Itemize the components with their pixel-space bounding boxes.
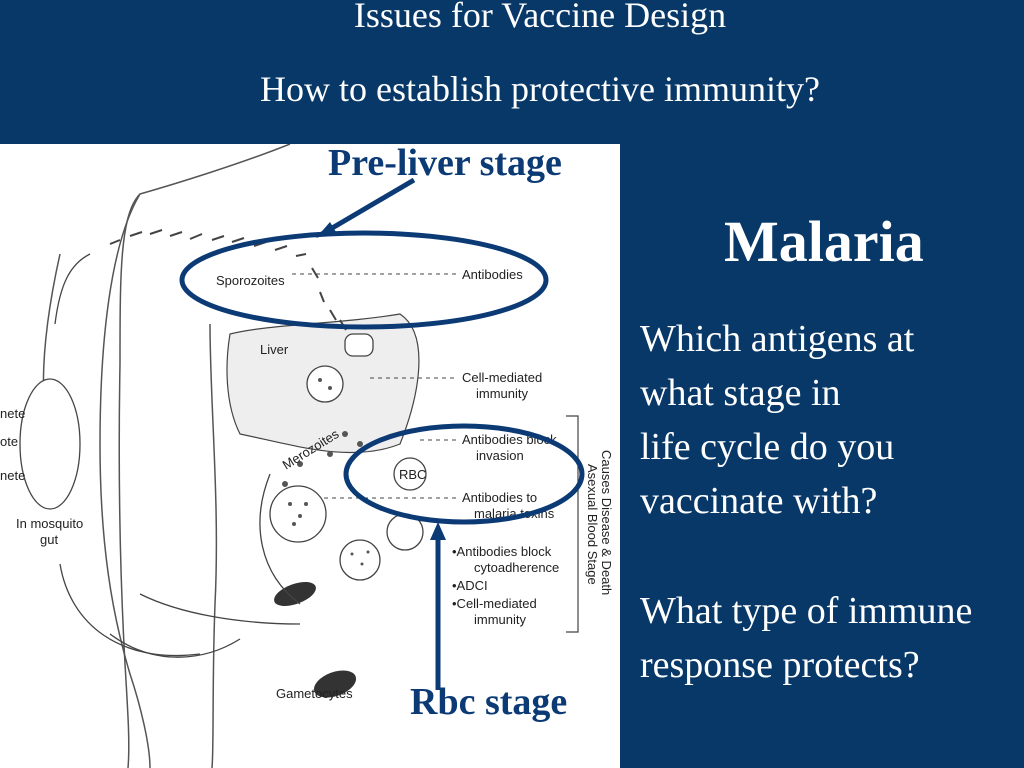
label-cell-mediated: Cell-mediated — [462, 370, 542, 385]
question-immune-response: What type of immune response protects? — [640, 584, 972, 692]
label-immunity: immunity — [476, 386, 529, 401]
label-gut: gut — [40, 532, 58, 547]
label-immunity-2: immunity — [474, 612, 527, 627]
pre-liver-highlight-oval — [179, 230, 549, 330]
question-antigens: Which antigens at what stage in life cyc… — [640, 312, 914, 528]
label-cytoadherence: cytoadherence — [474, 560, 559, 575]
label-antibodies: Antibodies — [462, 267, 523, 282]
label-ab-to: Antibodies to — [462, 490, 537, 505]
gametocyte-shapes — [274, 581, 357, 698]
pre-liver-stage-label: Pre-liver stage — [328, 144, 562, 184]
lifecycle-illustration: Sporozoites Antibodies Liver Cell-mediat… — [0, 144, 614, 768]
rbc-stage-label: Rbc stage — [410, 681, 568, 723]
cycle-arrows — [54, 253, 347, 658]
malaria-heading: Malaria — [724, 209, 924, 274]
question-antigens-line: what stage in — [640, 372, 841, 414]
label-ab-block-2: •Antibodies block — [452, 544, 552, 559]
question-immune-line: response protects? — [640, 644, 920, 686]
question-antigens-line: life cycle do you — [640, 426, 895, 468]
cells — [19, 333, 427, 581]
parasite-dots — [282, 378, 370, 566]
question-antigens-line: Which antigens at — [640, 318, 915, 360]
body-outline — [42, 144, 291, 768]
rbc-highlight-oval — [343, 423, 585, 525]
label-asexual-stage: Asexual Blood Stage — [585, 464, 600, 585]
question-immune-line: What type of immune — [640, 590, 973, 632]
rbc-arrowhead — [430, 522, 446, 540]
label-ote: ote — [0, 434, 18, 449]
question-antigens-line: vaccinate with? — [640, 480, 878, 522]
leader-lines — [292, 273, 456, 499]
label-nete-2: nete — [0, 468, 25, 483]
label-sporozoites: Sporozoites — [216, 273, 285, 288]
label-in-mosquito: In mosquito — [16, 516, 83, 531]
slide-title: Issues for Vaccine Design — [353, 0, 727, 35]
malaria-lifecycle-diagram: Sporozoites Antibodies Liver Cell-mediat… — [0, 144, 620, 768]
label-cell-mediated-2: •Cell-mediated — [452, 596, 537, 611]
label-liver: Liver — [260, 342, 289, 357]
label-gametocytes: Gametocytes — [276, 686, 353, 701]
label-malaria-toxins: malaria toxins — [474, 506, 555, 521]
label-nete-1: nete — [0, 406, 25, 421]
slide-subtitle: How to establish protective immunity? — [260, 69, 820, 109]
label-causes-disease: Causes Disease & Death — [599, 450, 614, 595]
pre-liver-arrowhead — [316, 222, 336, 238]
asexual-bracket — [566, 415, 579, 633]
label-rbc: RBC — [399, 467, 426, 482]
label-invasion: invasion — [476, 448, 524, 463]
pre-liver-arrow — [320, 177, 416, 237]
label-adci: •ADCI — [452, 578, 488, 593]
sporozoites-marks — [109, 229, 337, 321]
